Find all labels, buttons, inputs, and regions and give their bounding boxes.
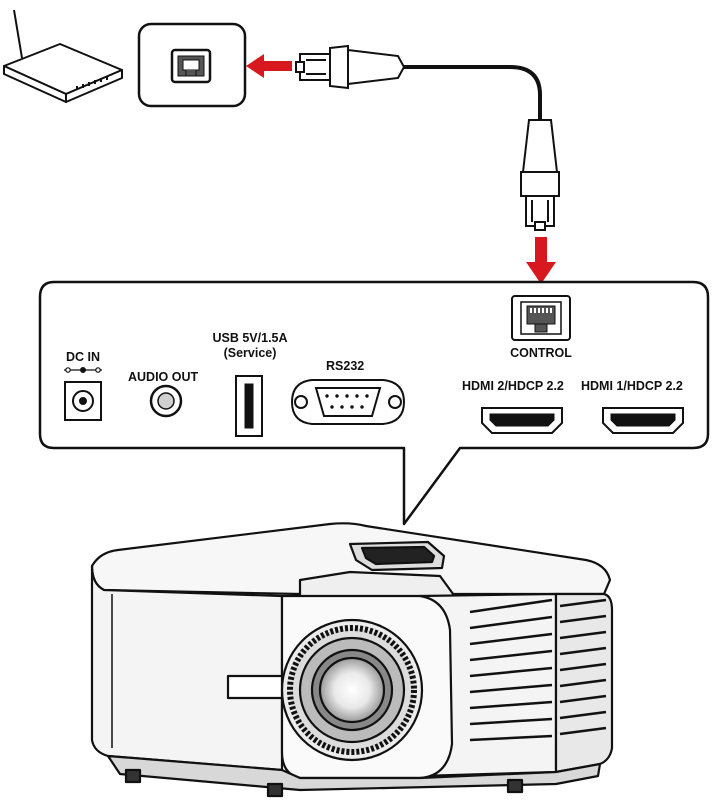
usb-port	[235, 375, 263, 437]
hdmi1-port	[602, 407, 684, 434]
control-label: CONTROL	[510, 346, 572, 360]
rs232-port	[290, 379, 406, 425]
network-cable	[404, 65, 542, 120]
audio-out-label: AUDIO OUT	[128, 370, 199, 384]
projector-icon	[90, 522, 614, 798]
control-port	[511, 295, 571, 341]
arrow-to-lan-port	[246, 54, 292, 78]
usb-label: USB 5V/1.5A	[212, 331, 288, 345]
hdmi1-label: HDMI 1/HDCP 2.2	[581, 379, 683, 393]
rj45-plug-icon	[295, 44, 406, 90]
usb-service-label: (Service)	[223, 346, 277, 360]
lan-port-icon	[137, 22, 247, 108]
dc-in-label: DC IN	[65, 350, 101, 364]
router-icon	[3, 9, 123, 103]
rj45-plug-vertical-icon	[520, 119, 560, 231]
arrow-to-control-port	[526, 237, 556, 284]
audio-out-port	[149, 384, 183, 418]
hdmi2-port	[481, 407, 563, 434]
rs232-label: RS232	[326, 359, 365, 373]
hdmi2-label: HDMI 2/HDCP 2.2	[462, 379, 564, 393]
dc-in-port	[64, 367, 102, 421]
